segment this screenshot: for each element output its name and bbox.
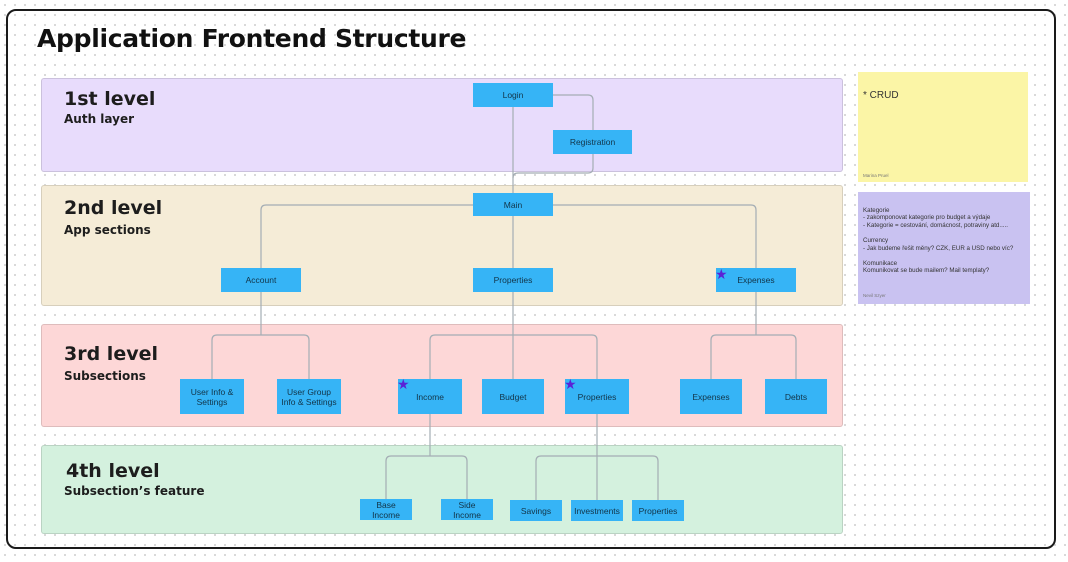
- node-properties[interactable]: Properties: [473, 268, 553, 292]
- level-2-title: 2nd level: [64, 197, 163, 219]
- node-registration[interactable]: Registration: [553, 130, 632, 154]
- node-base-income[interactable]: Base Income: [360, 499, 412, 520]
- node-budget[interactable]: Budget: [482, 379, 544, 414]
- sticky-note-details-text: Kategorie - zakomponovat kategorie pro b…: [863, 206, 1014, 275]
- node-main[interactable]: Main: [473, 193, 553, 216]
- node-login[interactable]: Login: [473, 83, 553, 107]
- level-3-title: 3rd level: [64, 343, 158, 365]
- level-4-title: 4th level: [66, 460, 160, 482]
- star-icon: ★: [564, 377, 577, 393]
- sticky-note-crud-text: * CRUD: [863, 90, 899, 101]
- level-4-subtitle: Subsection’s feature: [64, 484, 205, 498]
- level-1-band: 1st level Auth layer: [41, 78, 843, 172]
- node-account[interactable]: Account: [221, 268, 301, 292]
- node-expenses[interactable]: Expenses: [716, 268, 796, 292]
- board-frame: [6, 9, 1056, 549]
- node-properties-feature[interactable]: Properties: [632, 500, 684, 521]
- node-investments[interactable]: Investments: [571, 500, 623, 521]
- star-icon: ★: [397, 377, 410, 393]
- sticky-note-crud-author: Marina Pruel: [863, 173, 889, 178]
- level-4-band: 4th level Subsection’s feature: [41, 445, 843, 534]
- sticky-note-details[interactable]: Kategorie - zakomponovat kategorie pro b…: [858, 192, 1030, 304]
- node-user-group-settings[interactable]: User Group Info & Settings: [277, 379, 341, 414]
- level-2-subtitle: App sections: [64, 223, 151, 237]
- level-1-title: 1st level: [64, 88, 156, 110]
- node-debts[interactable]: Debts: [765, 379, 827, 414]
- star-icon: ★: [715, 267, 728, 283]
- node-savings[interactable]: Savings: [510, 500, 562, 521]
- board-title: Application Frontend Structure: [37, 24, 467, 53]
- sticky-note-crud[interactable]: * CRUD Marina Pruel: [858, 72, 1028, 182]
- node-expenses-subsection[interactable]: Expenses: [680, 379, 742, 414]
- sticky-note-details-author: Nevil Szyer: [863, 293, 886, 299]
- node-side-income[interactable]: Side Income: [441, 499, 493, 520]
- level-3-subtitle: Subsections: [64, 369, 146, 383]
- node-user-info-settings[interactable]: User Info & Settings: [180, 379, 244, 414]
- level-1-subtitle: Auth layer: [64, 112, 135, 126]
- node-income[interactable]: Income: [398, 379, 462, 414]
- node-properties-subsection[interactable]: Properties: [565, 379, 629, 414]
